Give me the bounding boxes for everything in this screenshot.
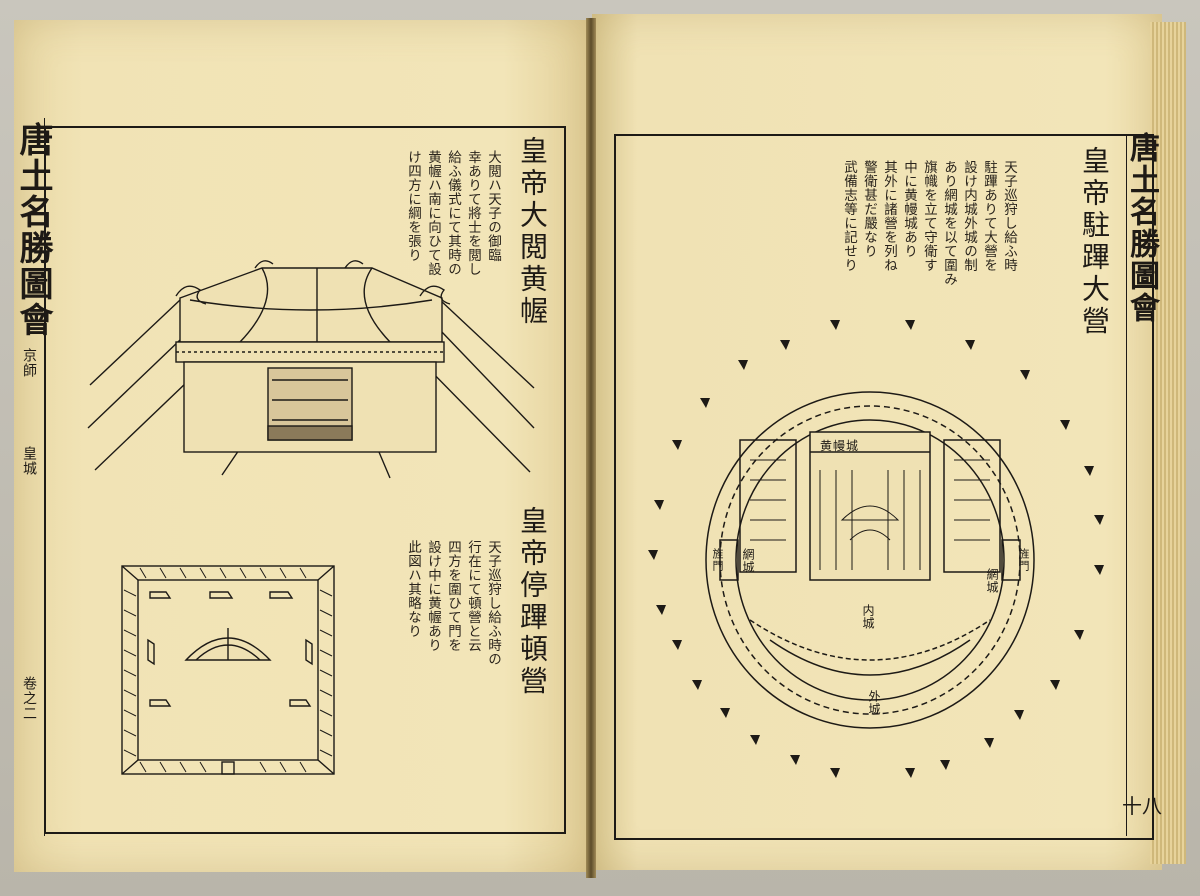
section-label: 京師 xyxy=(21,348,37,378)
text-line: 天子巡狩し給ふ時 xyxy=(1001,160,1017,272)
text-line: 其外に諸營を列ね xyxy=(881,160,897,272)
imperial-tent-illustration xyxy=(87,260,535,479)
label-inner-city: 内城 xyxy=(861,604,875,630)
halt-camp-illustration xyxy=(121,565,335,775)
volume-label: 卷之二 xyxy=(21,676,37,721)
right-margin-column xyxy=(1126,134,1153,836)
text-line: 警衛甚だ嚴なり xyxy=(861,160,877,258)
text-line: 給ふ儀式にて其時の xyxy=(445,150,461,276)
text-line: 四方を圍ひて門を xyxy=(445,540,461,652)
label-gate-left: 旌門 xyxy=(711,548,724,572)
encampment-illustration xyxy=(705,391,1035,729)
label-yellow-curtain-city: 黄幔城 xyxy=(820,439,860,453)
label-net-city-right: 網城 xyxy=(985,568,999,594)
caption-imperial-encampment: 皇帝駐蹕大營 xyxy=(1078,146,1111,338)
text-line: 設け中に黄幄あり xyxy=(425,540,441,652)
text-line: け四方に綱を張り xyxy=(405,150,421,262)
page-number: 十八 xyxy=(1122,794,1162,818)
left-illustration-frame xyxy=(44,126,566,834)
banners xyxy=(648,320,1104,778)
label-outer-city: 外城 xyxy=(867,690,881,716)
right-illustration-frame xyxy=(614,134,1154,840)
book-gutter xyxy=(586,18,596,878)
label-net-city-left: 網城 xyxy=(741,548,755,574)
text-line: 行在にて頓營と云 xyxy=(465,540,481,652)
label-gate-right: 旌門 xyxy=(1017,548,1030,572)
subsection-label: 皇城 xyxy=(21,446,37,476)
text-line: 駐蹕ありて大營を xyxy=(981,160,997,272)
caption-imperial-halt-camp: 皇帝停蹕頓營 xyxy=(516,506,549,698)
text-line: 中に黄幔城あり xyxy=(901,160,917,258)
text-line: 大閲ハ天子の御臨 xyxy=(485,150,501,262)
text-line: 此図ハ其略なり xyxy=(405,540,421,638)
text-line: あり網城を以て圍み xyxy=(941,160,957,286)
page-edges xyxy=(1150,22,1186,864)
text-line: 設け内城外城の制 xyxy=(961,160,977,272)
caption-imperial-review-tent: 皇帝大閲黄幄 xyxy=(516,136,549,328)
text-line: 旗幟を立て守衛す xyxy=(921,160,937,272)
text-line: 黄幄ハ南に向ひて設 xyxy=(425,150,441,276)
text-line: 天子巡狩し給ふ時の xyxy=(485,540,501,666)
text-line: 幸ありて將士を閲し xyxy=(465,150,481,276)
book-title: 唐土名勝圖會 xyxy=(13,122,53,338)
text-line: 武備志等に記せり xyxy=(841,160,857,272)
